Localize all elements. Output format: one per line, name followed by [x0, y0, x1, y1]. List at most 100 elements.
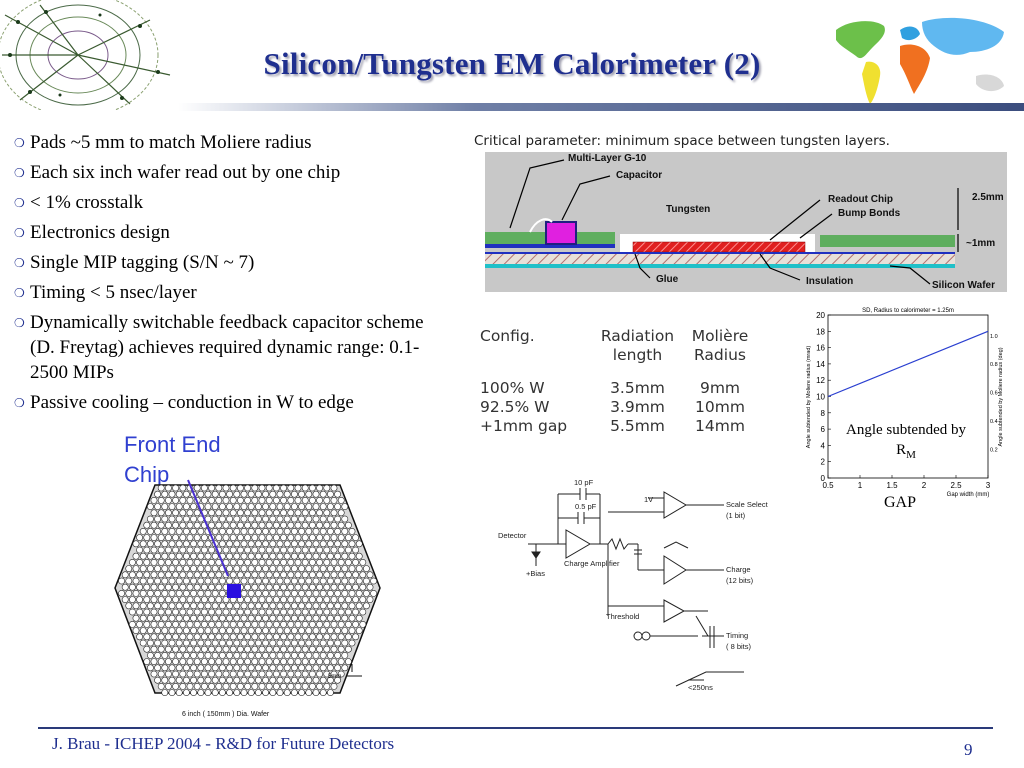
wafer-pad [355, 577, 363, 585]
wafer-pad [330, 546, 338, 554]
wafer-pad [197, 627, 205, 634]
wafer-pad [175, 651, 183, 659]
wafer-pad [298, 651, 305, 659]
wafer-pad [154, 664, 161, 672]
wafer-pad [265, 596, 273, 603]
wafer-pad [316, 583, 323, 591]
wafer-pad [240, 651, 248, 659]
wafer-pad [229, 496, 237, 504]
wafer-pad [344, 559, 352, 566]
wafer-pad [337, 620, 345, 628]
wafer-pad [247, 602, 255, 610]
wafer-pad [276, 503, 284, 510]
wafer-pad [197, 577, 205, 585]
wafer-pad [172, 496, 179, 504]
wafer-pad [258, 670, 266, 678]
wafer-pad [344, 521, 352, 529]
wafer-pad [290, 590, 298, 597]
y-tick-label: 2 [821, 458, 826, 467]
wafer-pad [219, 503, 226, 510]
wafer-pad [211, 676, 219, 684]
wafer-pad [362, 590, 370, 597]
wafer-pad [254, 490, 262, 498]
wafer-pad [172, 670, 179, 678]
wafer-pad [154, 515, 161, 523]
wafer-pad [222, 521, 230, 529]
wafer-pad [168, 577, 176, 585]
y-tick-label: 6 [821, 425, 826, 434]
wafer-pad [208, 620, 215, 628]
page-number: 9 [964, 740, 973, 759]
wafer-pad [204, 614, 212, 622]
wafer-pad [193, 559, 201, 566]
wafer-pad [326, 565, 334, 572]
wafer-pad [283, 590, 291, 597]
wafer-pad [168, 676, 176, 684]
wafer-pad [269, 528, 277, 535]
wafer-pad [330, 596, 338, 603]
wafer-pad [197, 651, 205, 659]
wafer-pad [352, 608, 359, 616]
wafer-pad [269, 577, 277, 585]
wafer-pad [323, 559, 331, 566]
wafer-pad [143, 571, 151, 579]
wafer-pad [316, 559, 323, 566]
wafer-pad [247, 503, 255, 510]
wafer-pad [226, 515, 234, 523]
wafer-pad [161, 552, 169, 560]
bullet-item: ❍Each six inch wafer read out by one chi… [14, 158, 444, 188]
wafer-pad [179, 633, 187, 641]
wafer-pad [262, 664, 269, 672]
wafer-pad [161, 590, 169, 597]
wafer-pad [355, 614, 363, 622]
wafer-pad [280, 509, 287, 517]
wafer-pad [254, 590, 262, 597]
wafer-pad [301, 534, 309, 541]
wafer-pad [236, 534, 244, 541]
wafer-pad [352, 534, 359, 541]
wafer-pad [251, 496, 259, 504]
bullet-circle-icon: ❍ [14, 256, 25, 270]
wafer-pad [175, 639, 183, 647]
wafer-pad [308, 521, 316, 529]
wafer-pad [186, 509, 194, 517]
wafer-pad [215, 620, 223, 628]
bullet-item: ❍Timing < 5 nsec/layer [14, 278, 444, 308]
wafer-pad [326, 528, 334, 535]
wafer-pad [150, 559, 158, 566]
wafer-pad [316, 608, 323, 616]
g10-trace-left [485, 244, 615, 248]
wafer-pad [229, 645, 237, 653]
wafer-pad [226, 540, 234, 548]
wafer-pad [305, 627, 313, 634]
wafer-pad [258, 559, 266, 566]
wafer-pad [154, 614, 161, 622]
wafer-pad [269, 565, 277, 572]
wafer-pad [254, 664, 262, 672]
wafer-pad [337, 670, 345, 678]
wafer-pad [236, 658, 244, 665]
header-config: Config. [480, 326, 535, 345]
wafer-pad [226, 689, 234, 696]
wafer-pad [136, 596, 143, 603]
wafer-pad [168, 552, 176, 560]
wafer-pad [326, 664, 334, 672]
wafer-pad [305, 651, 313, 659]
wafer-pad [186, 596, 194, 603]
front-end-chip-label: Front End Chip [124, 430, 221, 490]
wafer-pad [280, 534, 287, 541]
wafer-pad [290, 664, 298, 672]
wafer-pad [226, 614, 234, 622]
wafer-pad [179, 546, 187, 554]
wafer-pad [236, 645, 244, 653]
wafer-pad [366, 583, 374, 591]
wafer-pad [240, 577, 248, 585]
wafer-pad [186, 496, 194, 504]
wafer-pad [240, 664, 248, 672]
wafer-pad [283, 503, 291, 510]
wafer-pad [147, 503, 154, 510]
chip-pointer-arrow [187, 479, 229, 577]
wafer-pad [319, 676, 327, 684]
wafer-pad [172, 633, 179, 641]
wafer-pad [244, 496, 251, 504]
